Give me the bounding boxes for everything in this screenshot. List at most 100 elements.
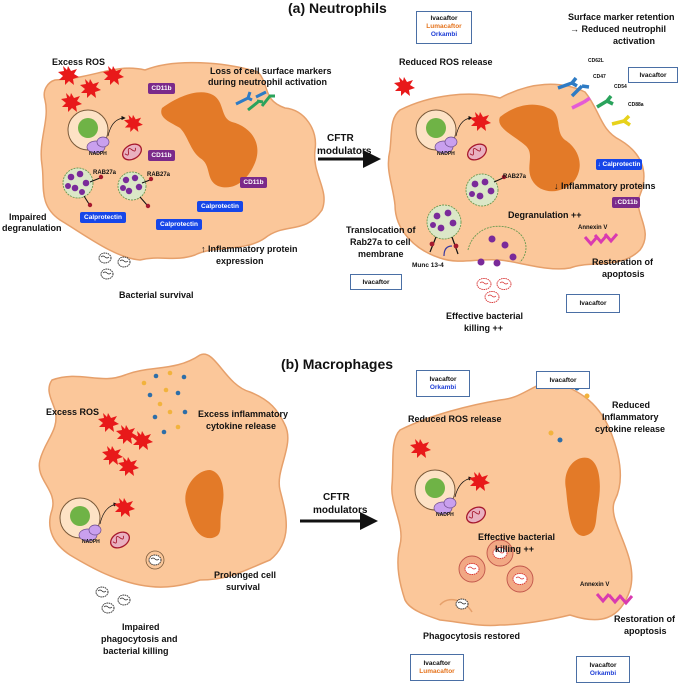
granule-cluster-1 xyxy=(62,167,104,208)
drug-box-b1: Ivacaftor Orkambi xyxy=(416,370,470,397)
annexin-markers-a xyxy=(583,233,619,247)
annexin-label-a: Annexin V xyxy=(578,225,608,231)
impaired-degranulation-1: Impaired xyxy=(9,212,47,222)
effective-killing-a-2: killing ++ xyxy=(464,323,504,333)
restoration-a-2: apoptosis xyxy=(602,269,645,279)
excess-ros-label-a: Excess ROS xyxy=(52,57,106,67)
annexin-label-b: Annexin V xyxy=(580,582,610,588)
bacterial-survival-label: Bacterial survival xyxy=(119,290,194,300)
calprotectin-tag-1: Calprotectin xyxy=(80,212,126,223)
cd47-label: CD47 xyxy=(593,74,606,80)
rab27a-label-2: RAB27a xyxy=(147,172,171,178)
nucleus-right-b xyxy=(565,457,600,536)
drug-box-a3: Ivacaftor xyxy=(350,274,402,290)
drug-box-a4: Ivacaftor xyxy=(566,294,620,313)
excess-cytokine-1: Excess inflammatory xyxy=(198,409,289,419)
inflammatory-expression-1: ↑ Inflammatory protein xyxy=(201,244,298,254)
surface-retention-3: activation xyxy=(613,36,656,46)
panel-a-title: (a) Neutrophils xyxy=(288,0,387,16)
loss-markers-label-2: during neutrophil activation xyxy=(208,77,327,87)
nadph-label-b-left: NADPH xyxy=(82,539,100,545)
effective-killing-b-2: killing ++ xyxy=(495,544,535,554)
panel-b-title: (b) Macrophages xyxy=(281,356,394,372)
restoration-a-1: Restoration of xyxy=(592,257,654,267)
rab27a-label-right: RAB27a xyxy=(503,174,527,180)
rab27a-label-1: RAB27a xyxy=(93,170,117,176)
nucleus-left-b xyxy=(185,470,224,539)
arrow-b-label-1: CFTR xyxy=(323,492,350,503)
cd11b-tag-3: CD11b xyxy=(240,177,267,188)
nadph-label-b-right: NADPH xyxy=(436,512,454,518)
arrow-a-label-1: CFTR xyxy=(327,133,354,144)
restoration-b-1: Restoration of xyxy=(614,614,676,624)
drug-orkambi: Orkambi xyxy=(589,670,617,677)
surface-retention-2: → Reduced neutrophil xyxy=(570,24,667,34)
macrophage-cell-left xyxy=(38,353,289,588)
degranulation-label: Degranulation ++ xyxy=(508,210,582,220)
phagocytosis-restored-label: Phagocytosis restored xyxy=(423,631,521,641)
drug-orkambi: Orkambi xyxy=(429,384,457,391)
phagolysosomes xyxy=(458,539,534,593)
translocation-3: membrane xyxy=(358,249,404,259)
drug-box-b2: Ivacaftor xyxy=(536,371,590,389)
reduced-cytokine-2: Inflammatory xyxy=(602,412,659,422)
excess-cytokine-2: cytokine release xyxy=(206,421,277,431)
lost-surface-markers xyxy=(235,90,275,112)
drug-ivacaftor: Ivacaftor xyxy=(589,662,617,669)
effective-killing-a-1: Effective bacterial xyxy=(446,311,524,321)
nucleus-right-a xyxy=(499,104,580,192)
neutrophil-cell-left xyxy=(40,61,325,261)
nadph-label-a-right: NADPH xyxy=(437,151,455,157)
drug-ivacaftor: Ivacaftor xyxy=(579,300,607,307)
drug-lumacaftor: Lumacaftor xyxy=(426,23,462,30)
cd88a-label: CD88a xyxy=(628,102,644,108)
calprotectin-tag-right: ↓ Calprotectin xyxy=(596,159,642,170)
drug-ivacaftor: Ivacaftor xyxy=(549,377,577,384)
reduced-ros-label-b: Reduced ROS release xyxy=(408,414,502,424)
loss-markers-label-1: Loss of cell surface markers xyxy=(210,66,332,76)
impaired-2: phagocytosis and xyxy=(101,634,178,644)
drug-lumacaftor: Lumacaftor xyxy=(419,668,455,675)
retained-surface-markers xyxy=(557,76,631,127)
cd62l-label: CD62L xyxy=(588,58,604,64)
cytokine-dots-left xyxy=(141,370,188,435)
cd54-label: CD54 xyxy=(614,84,627,90)
cd11b-tag-1: CD11b xyxy=(148,83,175,94)
drug-ivacaftor: Ivacaftor xyxy=(639,72,667,79)
drug-ivacaftor: Ivacaftor xyxy=(423,660,451,667)
nucleus-left-a xyxy=(161,92,258,188)
impaired-1: Impaired xyxy=(122,622,160,632)
reduced-cytokine-3: cytokine release xyxy=(595,424,666,434)
inflammatory-expression-2: expression xyxy=(216,256,264,266)
excess-ros-label-b: Excess ROS xyxy=(46,407,100,417)
arrow-b-label-2: modulators xyxy=(313,505,368,516)
drug-box-a1: Ivacaftor Lumacaftor Orkambi xyxy=(416,11,472,44)
surface-retention-1: Surface marker retention xyxy=(568,12,675,22)
cd11b-tag-right: ↓CD11b xyxy=(612,197,640,208)
translocation-2: Rab27a to cell xyxy=(350,237,411,247)
translocation-1: Translocation of xyxy=(346,225,416,235)
calprotectin-tag-3: Calprotectin xyxy=(156,219,202,230)
drug-orkambi: Orkambi xyxy=(430,31,458,38)
cd11b-tag-2: CD11b xyxy=(148,150,175,161)
drug-box-b4: Ivacaftor Orkambi xyxy=(576,656,630,683)
reduced-cytokine-1: Reduced xyxy=(612,400,651,410)
munc-label: Munc 13-4 xyxy=(412,262,444,269)
granule-cluster-2 xyxy=(117,171,154,209)
drug-ivacaftor: Ivacaftor xyxy=(429,376,457,383)
prolonged-1: Prolonged cell xyxy=(214,570,277,580)
effective-killing-b-1: Effective bacterial xyxy=(478,532,556,542)
inflammatory-proteins-label: ↓ Inflammatory proteins xyxy=(554,181,656,191)
prolonged-2: survival xyxy=(226,582,261,592)
impaired-3: bacterial killing xyxy=(103,646,169,656)
calprotectin-tag-2: Calprotectin xyxy=(197,201,243,212)
annexin-markers-b xyxy=(595,593,634,606)
impaired-degranulation-2: degranulation xyxy=(2,223,62,233)
drug-box-b3: Ivacaftor Lumacaftor xyxy=(410,654,464,681)
drug-ivacaftor: Ivacaftor xyxy=(362,279,390,286)
restoration-b-2: apoptosis xyxy=(624,626,667,636)
arrow-a-label-2: modulators xyxy=(317,146,372,157)
drug-ivacaftor: Ivacaftor xyxy=(430,15,458,22)
nadph-label-a-left: NADPH xyxy=(89,151,107,157)
